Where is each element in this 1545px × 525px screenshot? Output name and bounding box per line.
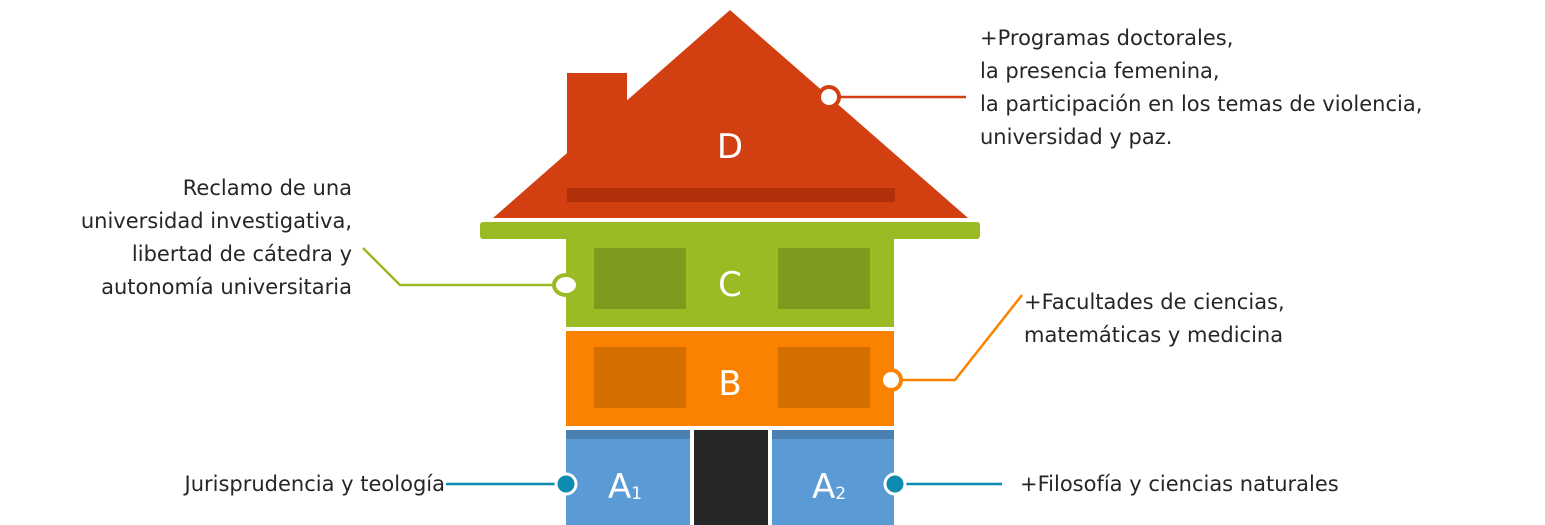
annotation-d: +Programas doctorales, la presencia feme… (980, 22, 1422, 154)
annotation-c-line-3: libertad de cátedra y (131, 242, 352, 266)
annotation-a2: +Filosofía y ciencias naturales (1020, 468, 1339, 501)
connector-a1-dot (554, 472, 578, 496)
annotation-b-line-1: +Facultades de ciencias, (1024, 290, 1285, 314)
level-a2-top-strip (772, 430, 894, 439)
door (694, 430, 768, 525)
annotation-b: +Facultades de ciencias, matemáticas y m… (1024, 286, 1285, 352)
roof-stripe (567, 188, 895, 202)
connector-c-line (362, 247, 556, 287)
level-b-window-right (778, 347, 870, 408)
level-a1-block (566, 430, 690, 525)
level-a2-subscript: 2 (835, 484, 846, 504)
eave (480, 222, 980, 239)
roof (493, 10, 968, 218)
level-c-window-right (778, 248, 870, 309)
connector-c-dot (552, 273, 580, 297)
annotation-d-line-2: la presencia femenina, (980, 59, 1220, 83)
annotation-a2-text: +Filosofía y ciencias naturales (1020, 472, 1339, 496)
level-a1-label: A1 (608, 467, 642, 507)
annotation-a1: Jurisprudencia y teología (185, 468, 446, 501)
annotation-d-line-3: la participación en los temas de violenc… (980, 92, 1423, 116)
level-b-label: B (718, 364, 741, 404)
connector-b-dot (879, 368, 903, 392)
level-a1-subscript: 1 (631, 484, 642, 504)
level-a2-label: A2 (812, 467, 846, 507)
connector-b-line (902, 294, 1023, 382)
annotation-d-line-1: +Programas doctorales, (980, 26, 1234, 50)
level-a2-block (772, 430, 894, 525)
level-d-label: D (717, 127, 743, 167)
level-c-window-left (594, 248, 686, 309)
level-a2-letter: A (812, 467, 835, 507)
level-c-label: C (718, 265, 742, 305)
level-b-window-left (594, 347, 686, 408)
annotation-c-line-1: Reclamo de una (182, 176, 352, 200)
connector-d-dot (817, 85, 841, 109)
annotation-b-line-2: matemáticas y medicina (1024, 323, 1284, 347)
level-a1-letter: A (608, 467, 631, 507)
annotation-c: Reclamo de una universidad investigativa… (81, 172, 352, 304)
annotation-c-line-2: universidad investigativa, (80, 209, 352, 233)
annotation-c-line-4: autonomía universitaria (101, 275, 352, 299)
connector-a2-dot (883, 472, 907, 496)
annotation-d-line-4: universidad y paz. (980, 125, 1173, 149)
level-a1-top-strip (566, 430, 690, 439)
annotation-a1-text: Jurisprudencia y teología (184, 472, 446, 496)
